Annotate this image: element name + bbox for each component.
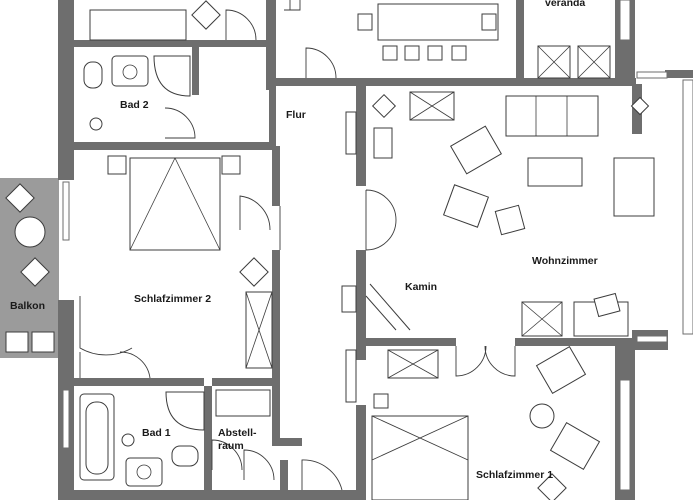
door xyxy=(305,47,337,79)
door xyxy=(211,439,243,471)
chair xyxy=(357,13,373,31)
sink xyxy=(111,55,149,87)
cabinet xyxy=(89,9,187,41)
armchair xyxy=(191,0,221,30)
armchair xyxy=(535,345,587,395)
drain xyxy=(121,433,135,447)
living-room: Wohnzimmer Kamin xyxy=(341,91,655,337)
balcony-lounger xyxy=(31,331,55,353)
room-label-abstellraum-1: Abstell- xyxy=(218,427,257,439)
balcony-chair xyxy=(20,257,50,287)
desk-chair xyxy=(593,292,621,318)
dining-area xyxy=(305,3,499,79)
chair xyxy=(382,45,398,61)
corner-shower xyxy=(165,391,205,431)
room-label-schlafzimmer2: Schlafzimmer 2 xyxy=(134,293,211,305)
top-room xyxy=(89,0,301,41)
drain xyxy=(89,117,103,131)
door xyxy=(239,195,271,231)
coffee-table xyxy=(527,157,583,187)
bedroom-1: Schlafzimmer 1 xyxy=(345,345,601,500)
door xyxy=(164,107,196,139)
sofa-side xyxy=(613,157,655,217)
double-door xyxy=(365,189,397,251)
toilet xyxy=(171,445,199,467)
room-label-flur: Flur xyxy=(286,109,306,121)
radiator xyxy=(345,349,357,403)
stool xyxy=(494,204,526,236)
room-label-wohnzimmer: Wohnzimmer xyxy=(532,255,598,267)
windows xyxy=(62,0,693,491)
double-bed xyxy=(129,157,221,251)
plant xyxy=(630,96,650,116)
entrance-door xyxy=(301,459,343,491)
double-bed xyxy=(371,415,469,500)
bedroom-2: Schlafzimmer 2 xyxy=(79,155,273,379)
room-label-bad2: Bad 2 xyxy=(120,99,149,111)
armchair xyxy=(239,257,269,287)
shelf xyxy=(215,389,271,417)
balcony xyxy=(0,178,59,358)
chair xyxy=(404,45,420,61)
corner-shower xyxy=(153,55,191,97)
nightstand xyxy=(107,155,127,175)
room-label-abstellraum-2: raum xyxy=(218,440,244,452)
door xyxy=(243,449,275,481)
chair xyxy=(481,13,497,31)
room-label-schlafzimmer1: Schlafzimmer 1 xyxy=(476,469,553,481)
plant xyxy=(537,473,567,500)
room-label-balkon: Balkon xyxy=(10,300,45,312)
veranda: veranda xyxy=(537,0,611,79)
nightstand xyxy=(221,155,241,175)
storage-room: Abstell- raum xyxy=(215,389,343,491)
chair xyxy=(427,45,443,61)
double-door xyxy=(455,345,516,377)
radiator xyxy=(341,285,357,313)
dining-table xyxy=(377,3,499,41)
sofa xyxy=(505,95,599,137)
radiator xyxy=(345,111,357,155)
room-label-bad1: Bad 1 xyxy=(142,427,171,439)
toilet xyxy=(83,61,103,89)
balcony-door xyxy=(79,296,133,356)
plant xyxy=(371,93,397,119)
balcony-lounger xyxy=(5,331,29,353)
chair xyxy=(451,45,467,61)
door xyxy=(225,9,257,41)
sink xyxy=(125,457,163,487)
armchair xyxy=(442,184,490,228)
hall-cupboard xyxy=(284,0,301,11)
side-table xyxy=(529,403,555,429)
nightstand xyxy=(373,393,389,409)
side-table xyxy=(373,127,393,159)
armchair xyxy=(549,421,601,471)
bathroom-1: Bad 1 xyxy=(79,391,243,487)
room-label-kamin: Kamin xyxy=(405,281,437,293)
balcony-chair xyxy=(5,183,35,213)
fireplace xyxy=(369,283,411,331)
armchair xyxy=(449,125,503,175)
balcony-table xyxy=(14,216,46,248)
room-label-veranda: veranda xyxy=(545,0,585,9)
bathroom-2: Bad 2 xyxy=(83,55,196,139)
door xyxy=(119,351,151,379)
